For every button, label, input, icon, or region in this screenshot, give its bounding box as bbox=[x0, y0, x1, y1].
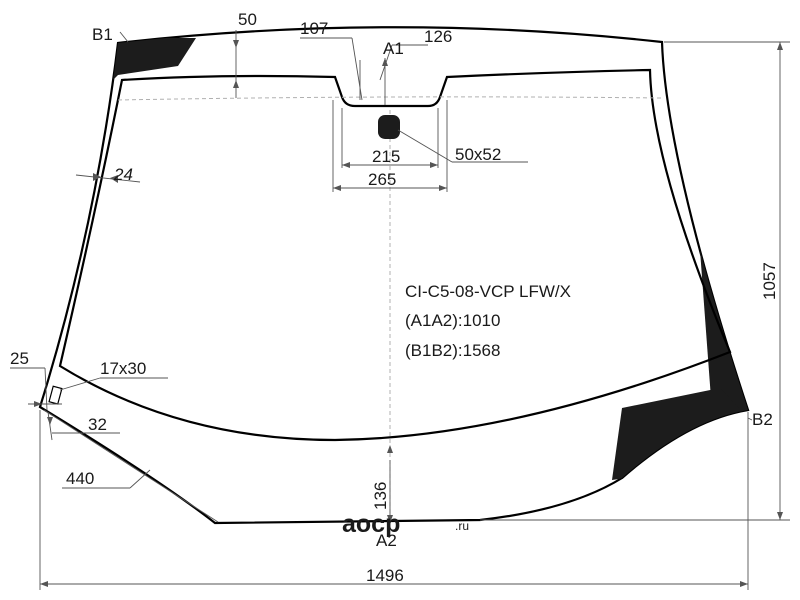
dim-cutout-inner-width: 215 bbox=[372, 147, 400, 166]
dim-side-band: 24 bbox=[113, 165, 133, 184]
watermark-brand: aocp bbox=[342, 510, 400, 538]
part-code: CI-C5-08-VCP LFW/X bbox=[405, 282, 571, 301]
frit-top-left bbox=[108, 38, 196, 85]
watermark: aocp .ru bbox=[342, 510, 469, 538]
watermark-domain: .ru bbox=[455, 519, 469, 533]
point-b1-label: B1 bbox=[92, 25, 113, 44]
dim-sensor-size: 50x52 bbox=[455, 145, 501, 164]
dim-lower-edge: 440 bbox=[66, 469, 94, 488]
inner-visible-area bbox=[58, 68, 732, 442]
dim-cutout-outer-width: 265 bbox=[368, 170, 396, 189]
dimension-lines bbox=[10, 30, 790, 590]
dim-bottom-band: 136 bbox=[371, 482, 390, 510]
measure-b1b2: (B1B2):1568 bbox=[405, 341, 500, 360]
point-a2-label: A2 bbox=[376, 531, 397, 550]
dim-corner-band: 25 bbox=[10, 349, 29, 368]
dim-total-height: 1057 bbox=[760, 262, 779, 300]
measure-a1a2: (A1A2):1010 bbox=[405, 311, 500, 330]
dim-mirror-height: 126 bbox=[424, 27, 452, 46]
point-b2-label: B2 bbox=[752, 410, 773, 429]
dim-vin-window: 17x30 bbox=[100, 359, 146, 378]
rain-sensor bbox=[378, 115, 400, 139]
vin-window bbox=[48, 385, 63, 405]
point-a1-label: A1 bbox=[383, 39, 404, 58]
dim-corner-offset: 32 bbox=[88, 415, 107, 434]
dim-mirror-offset: 107 bbox=[300, 19, 328, 38]
dim-total-width: 1496 bbox=[366, 566, 404, 585]
dim-top-band: 50 bbox=[238, 10, 257, 29]
